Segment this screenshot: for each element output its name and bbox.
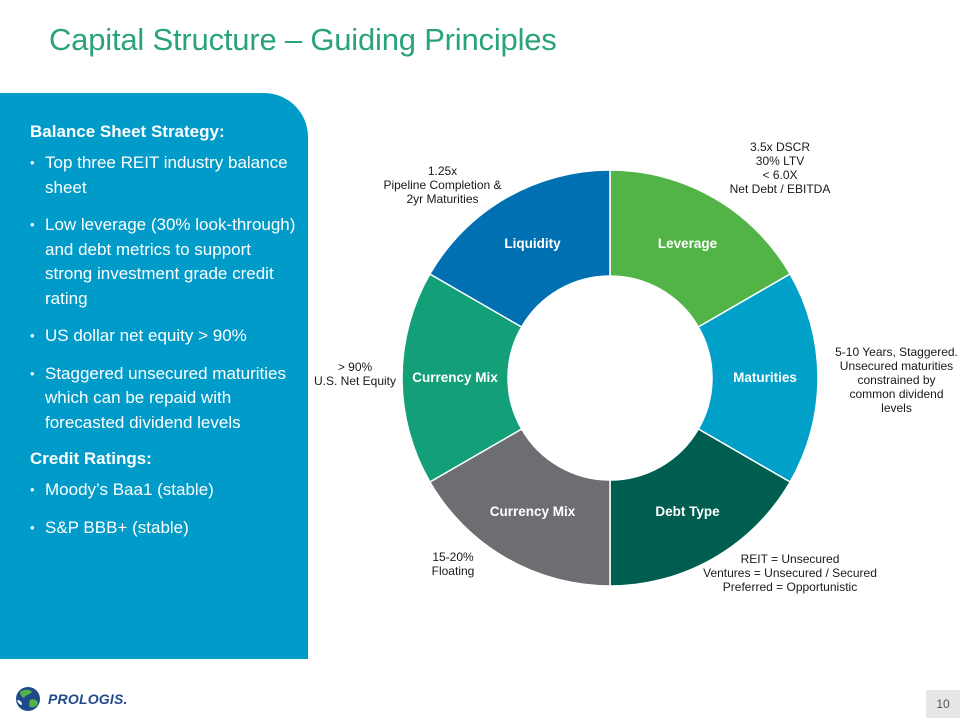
- page-number: 10: [926, 690, 960, 718]
- donut-segment: [428, 169, 611, 329]
- bullet-icon: •: [30, 155, 35, 170]
- bullet-icon: •: [30, 217, 35, 232]
- balance-sheet-list: •Top three REIT industry balance sheet •…: [30, 151, 296, 435]
- credit-ratings-heading: Credit Ratings:: [30, 449, 152, 468]
- list-item: •US dollar net equity > 90%: [30, 324, 296, 349]
- prologis-logo: PROLOGIS.: [14, 686, 128, 712]
- strategy-panel: Balance Sheet Strategy: •Top three REIT …: [0, 93, 308, 659]
- debt-type-annotation: REIT = Unsecured Ventures = Unsecured / …: [703, 552, 877, 594]
- donut-segment: [428, 427, 611, 587]
- segment-label: Maturities: [733, 370, 797, 385]
- list-item: •Top three REIT industry balance sheet: [30, 153, 288, 197]
- bullet-icon: •: [30, 328, 35, 343]
- donut-segment: [609, 169, 792, 329]
- donut-segment: [609, 427, 792, 587]
- globe-logo-icon: [16, 687, 40, 711]
- bullet-icon: •: [30, 519, 35, 535]
- segment-label: Liquidity: [504, 236, 561, 251]
- segment-label: Currency Mix: [490, 504, 576, 519]
- segment-label: Debt Type: [655, 504, 720, 519]
- page-title: Capital Structure – Guiding Principles: [49, 22, 557, 57]
- segment-label: Leverage: [658, 236, 718, 251]
- list-item: •Low leverage (30% look-through) and deb…: [30, 215, 296, 308]
- logo-wordmark: PROLOGIS.: [48, 691, 128, 707]
- segment-label: Currency Mix: [412, 370, 498, 385]
- donut-segment: [697, 272, 819, 484]
- leverage-annotation: 3.5x DSCR 30% LTV < 6.0X Net Debt / EBIT…: [729, 140, 831, 196]
- list-item: •S&P BBB+ (stable): [30, 516, 296, 541]
- bullet-icon: •: [30, 365, 35, 381]
- balance-sheet-heading: Balance Sheet Strategy:: [30, 122, 225, 141]
- donut-segment: [401, 272, 523, 484]
- currency-annotation: > 90% U.S. Net Equity: [313, 360, 397, 388]
- list-item: •Staggered unsecured maturities which ca…: [30, 363, 286, 432]
- floating-annotation: 15-20% Floating: [431, 550, 475, 578]
- maturities-annotation: 5-10 Years, Staggered. Unsecured maturit…: [835, 345, 958, 415]
- liquidity-annotation: 1.25x Pipeline Completion & 2yr Maturiti…: [383, 164, 502, 206]
- list-item: •Moody’s Baa1 (stable): [30, 478, 296, 503]
- bullet-icon: •: [30, 482, 35, 497]
- credit-ratings-list: •Moody’s Baa1 (stable) •S&P BBB+ (stable…: [30, 478, 296, 540]
